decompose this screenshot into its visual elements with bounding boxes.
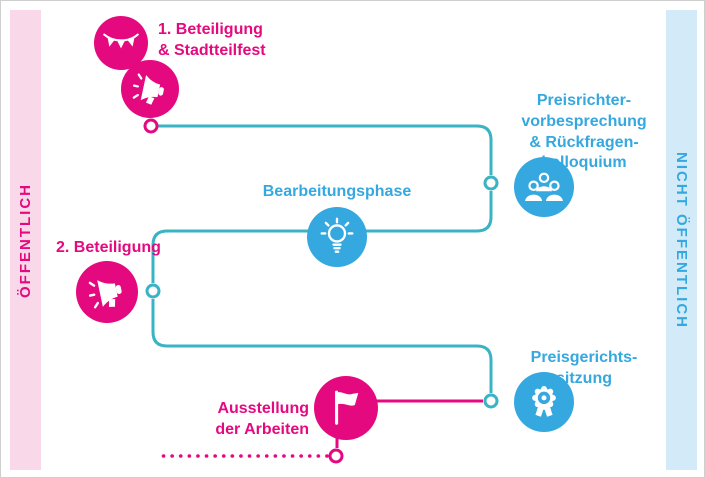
connector-step1-to-briefing <box>157 124 493 175</box>
jury-session-circle <box>514 372 574 432</box>
band-not-public: NICHT ÖFFENTLICH <box>666 10 697 470</box>
megaphone-icon <box>132 73 164 105</box>
exhibition-circle <box>314 376 378 440</box>
timeline-node-2 <box>483 175 499 191</box>
label-jury-briefing: Preisrichter- vorbesprechung & Rückfrage… <box>521 92 647 172</box>
flag-icon <box>335 390 359 425</box>
label-step2: 2. Beteiligung <box>56 239 161 256</box>
label-step1: 1. Beteiligung & Stadtteilfest <box>158 21 266 59</box>
megaphone-icon <box>88 280 122 309</box>
step1-announcement-circle <box>121 60 179 118</box>
label-jury-session: Preisgerichts- sitzung <box>530 349 638 387</box>
jury-people-icon <box>525 172 563 202</box>
band-public: ÖFFENTLICH <box>10 10 41 470</box>
bunting-icon <box>103 33 139 48</box>
timeline-node-1 <box>143 118 159 134</box>
timeline-node-3 <box>145 283 161 299</box>
jury-briefing-circle <box>514 157 574 217</box>
label-work-phase: Bearbeitungsphase <box>262 183 412 200</box>
work-phase-circle <box>307 207 367 267</box>
medal-icon <box>532 385 556 417</box>
lightbulb-icon <box>320 217 354 253</box>
timeline-node-5 <box>328 448 344 464</box>
label-exhibition: Ausstellung der Arbeiten <box>215 400 309 438</box>
connector-step2-to-session <box>151 299 493 393</box>
timeline-node-4 <box>483 393 499 409</box>
step2-announcement-circle <box>76 261 138 323</box>
